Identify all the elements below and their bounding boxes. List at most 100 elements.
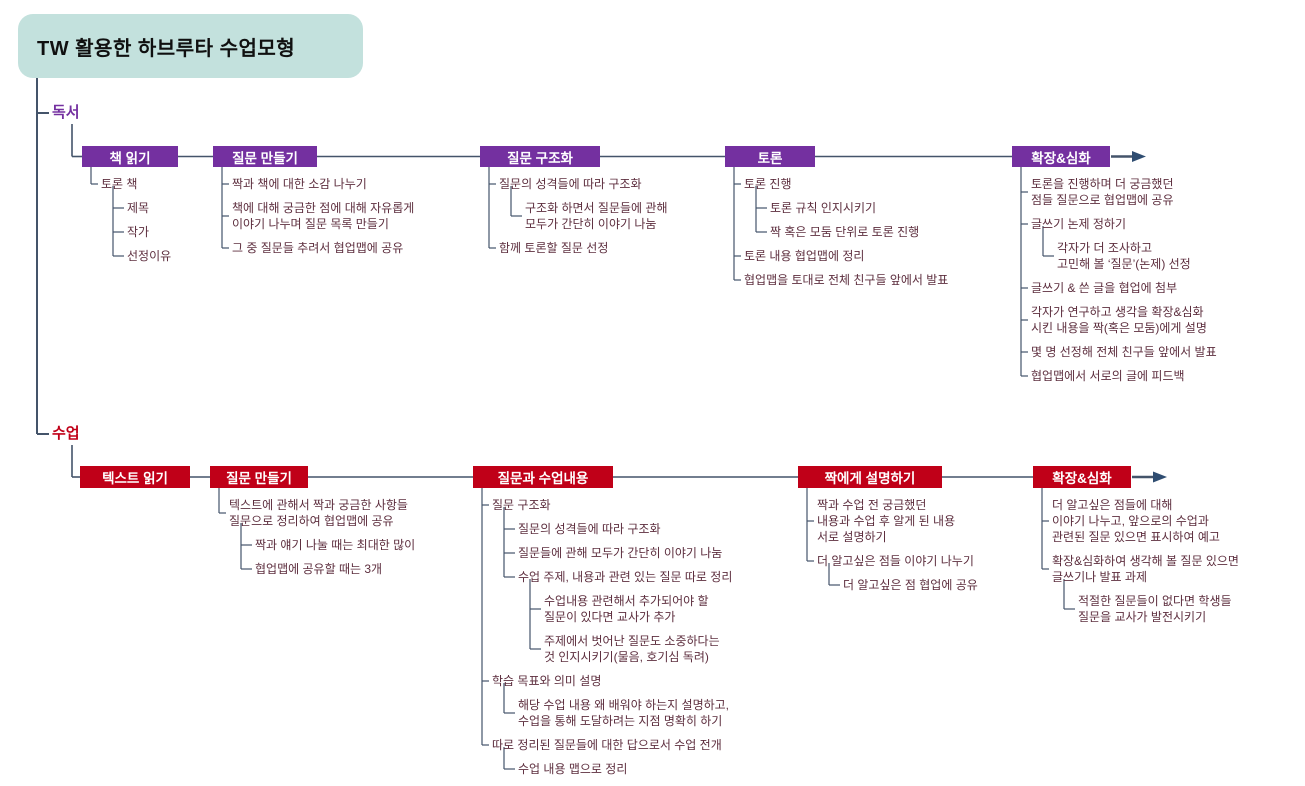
map-node: 협업맵에서 서로의 글에 피드백 [1031,368,1185,384]
mindmap-title: TW 활용한 하브루타 수업모형 [37,37,296,60]
map-node-label: 글쓰기 & 쓴 글을 협업에 첨부 [1031,281,1178,295]
map-node-label: 짝과 책에 대한 소감 나누기 [232,177,367,191]
map-node-label: 수업내용 관련해서 추가되어야 할 질문이 있다면 교사가 추가 [544,594,709,624]
branch-label-1: 독서 [52,104,80,121]
map-node: 짝과 수업 전 궁금했던 내용과 수업 후 알게 된 내용 서로 설명하기 [817,497,955,545]
map-node-label: 그 중 질문들 추려서 협업맵에 공유 [232,241,404,255]
map-node-label: 협업맵을 토대로 전체 친구들 앞에서 발표 [744,273,949,287]
map-node-label: 몇 명 선정해 전체 친구들 앞에서 발표 [1031,345,1217,359]
map-node: 협업맵에 공유할 때는 3개 [255,561,382,577]
map-node-label: 수업 내용 맵으로 정리 [518,762,628,776]
map-node-label: 질문의 성격들에 따라 구조화 [499,177,642,191]
map-node: 적절한 질문들이 없다면 학생들 질문을 교사가 발전시키기 [1078,593,1232,625]
map-node-label: 확장&심화하여 생각해 볼 질문 있으면 글쓰기나 발표 과제 [1052,554,1239,584]
map-node-label: 짝과 수업 전 궁금했던 내용과 수업 후 알게 된 내용 서로 설명하기 [817,498,956,544]
map-node-label: 책에 대해 궁금한 점에 대해 자유롭게 이야기 나누며 질문 목록 만들기 [232,201,415,231]
map-node-label: 더 알고싶은 점들에 대해 이야기 나누고, 앞으로의 수업과 관련된 질문 있… [1052,498,1220,544]
map-node-label: 작가 [127,225,150,239]
map-node-label: 글쓰기 논제 정하기 [1031,217,1126,231]
map-node-label: 더 알고싶은 점 협업에 공유 [843,578,978,592]
map-node-label: 협업맵에 공유할 때는 3개 [255,562,383,576]
map-node-label: 따로 정리된 질문들에 대한 답으로서 수업 전개 [492,738,722,752]
mindmap-title-box: TW 활용한 하브루타 수업모형 [18,14,363,78]
map-node-label: 적절한 질문들이 없다면 학생들 질문을 교사가 발전시키기 [1078,594,1232,624]
stage-box: 질문 구조화 [480,146,600,167]
map-node-label: 제목 [127,201,150,215]
map-node-label: 함께 토론할 질문 선정 [499,241,609,255]
map-node-label: 협업맵에서 서로의 글에 피드백 [1031,369,1185,383]
stage-box: 질문 만들기 [213,146,317,167]
map-node-label: 각자가 더 조사하고 고민해 볼 ‘질문’(논제) 선정 [1057,241,1191,271]
map-node: 토론 내용 협업맵에 정리 [744,248,864,264]
branch-label-2: 수업 [52,425,80,442]
map-node: 각자가 연구하고 생각을 확장&심화 시킨 내용을 짝(혹은 모둠)에게 설명 [1031,304,1207,336]
map-node-label: 더 알고싶은 점들 이야기 나누기 [817,554,974,568]
map-node-label: 수업 주제, 내용과 관련 있는 질문 따로 정리 [518,570,733,584]
map-node-children: 더 알고싶은 점 협업에 공유 [843,577,978,593]
map-node: 제목 [127,200,153,216]
map-node: 짝과 얘기 나눌 때는 최대한 많이 [255,537,415,553]
map-node: 구조화 하면서 질문들에 관해 모두가 간단히 이야기 나눔 [525,200,667,232]
map-node-label: 학습 목표와 의미 설명 [492,674,602,688]
map-node: 토론을 진행하며 더 궁금했던 점들 질문으로 협업맵에 공유 [1031,176,1173,208]
map-node-children: 구조화 하면서 질문들에 관해 모두가 간단히 이야기 나눔 [525,200,667,232]
flow-arrow-icon [1132,151,1146,162]
map-node: 그 중 질문들 추려서 협업맵에 공유 [232,240,403,256]
map-node: 책에 대해 궁금한 점에 대해 자유롭게 이야기 나누며 질문 목록 만들기 [232,200,414,232]
map-node-label: 주제에서 벗어난 질문도 소중하다는 것 인지시키기(물음, 호기심 독려) [544,634,720,664]
map-node: 협업맵을 토대로 전체 친구들 앞에서 발표 [744,272,948,288]
map-node: 작가 [127,224,153,240]
map-node-label: 각자가 연구하고 생각을 확장&심화 시킨 내용을 짝(혹은 모둠)에게 설명 [1031,305,1207,335]
map-node-label: 질문의 성격들에 따라 구조화 [518,522,661,536]
map-node: 수업 내용 맵으로 정리 [518,761,627,777]
map-node: 더 알고싶은 점들에 대해 이야기 나누고, 앞으로의 수업과 관련된 질문 있… [1052,497,1220,545]
map-node-label: 토론 책 [101,177,138,191]
stage-box: 질문 만들기 [210,466,308,488]
map-node-children: 해당 수업 내용 왜 배워야 하는지 설명하고, 수업을 통해 도달하려는 지점… [518,697,729,729]
map-node: 함께 토론할 질문 선정 [499,240,608,256]
stage-box: 토론 [725,146,815,167]
map-node-label: 선정이유 [127,249,172,263]
map-node-label: 토론 내용 협업맵에 정리 [744,249,865,263]
map-node: 주제에서 벗어난 질문도 소중하다는 것 인지시키기(물음, 호기심 독려) [544,633,720,665]
map-node-children: 각자가 더 조사하고 고민해 볼 ‘질문’(논제) 선정 [1057,240,1191,272]
map-node: 해당 수업 내용 왜 배워야 하는지 설명하고, 수업을 통해 도달하려는 지점… [518,697,729,729]
map-node-label: 질문 구조화 [492,498,551,512]
map-node-label: 구조화 하면서 질문들에 관해 모두가 간단히 이야기 나눔 [525,201,668,231]
map-node: 더 알고싶은 점 협업에 공유 [843,577,978,593]
map-node: 짝 혹은 모둠 단위로 토론 진행 [770,224,919,240]
map-node: 질문의 성격들에 따라 구조화 [518,521,660,537]
map-node: 글쓰기 & 쓴 글을 협업에 첨부 [1031,280,1177,296]
map-node-label: 토론 진행 [744,177,792,191]
map-node-children: 적절한 질문들이 없다면 학생들 질문을 교사가 발전시키기 [1078,593,1239,625]
map-node-label: 짝과 얘기 나눌 때는 최대한 많이 [255,538,416,552]
map-node: 짝과 책에 대한 소감 나누기 [232,176,367,192]
stage-box: 짝에게 설명하기 [798,466,942,488]
map-node-label: 짝 혹은 모둠 단위로 토론 진행 [770,225,920,239]
map-node-label: 토론 규칙 인지시키기 [770,201,877,215]
map-node-label: 텍스트에 관해서 짝과 궁금한 사항들 질문으로 정리하여 협업맵에 공유 [229,498,408,528]
